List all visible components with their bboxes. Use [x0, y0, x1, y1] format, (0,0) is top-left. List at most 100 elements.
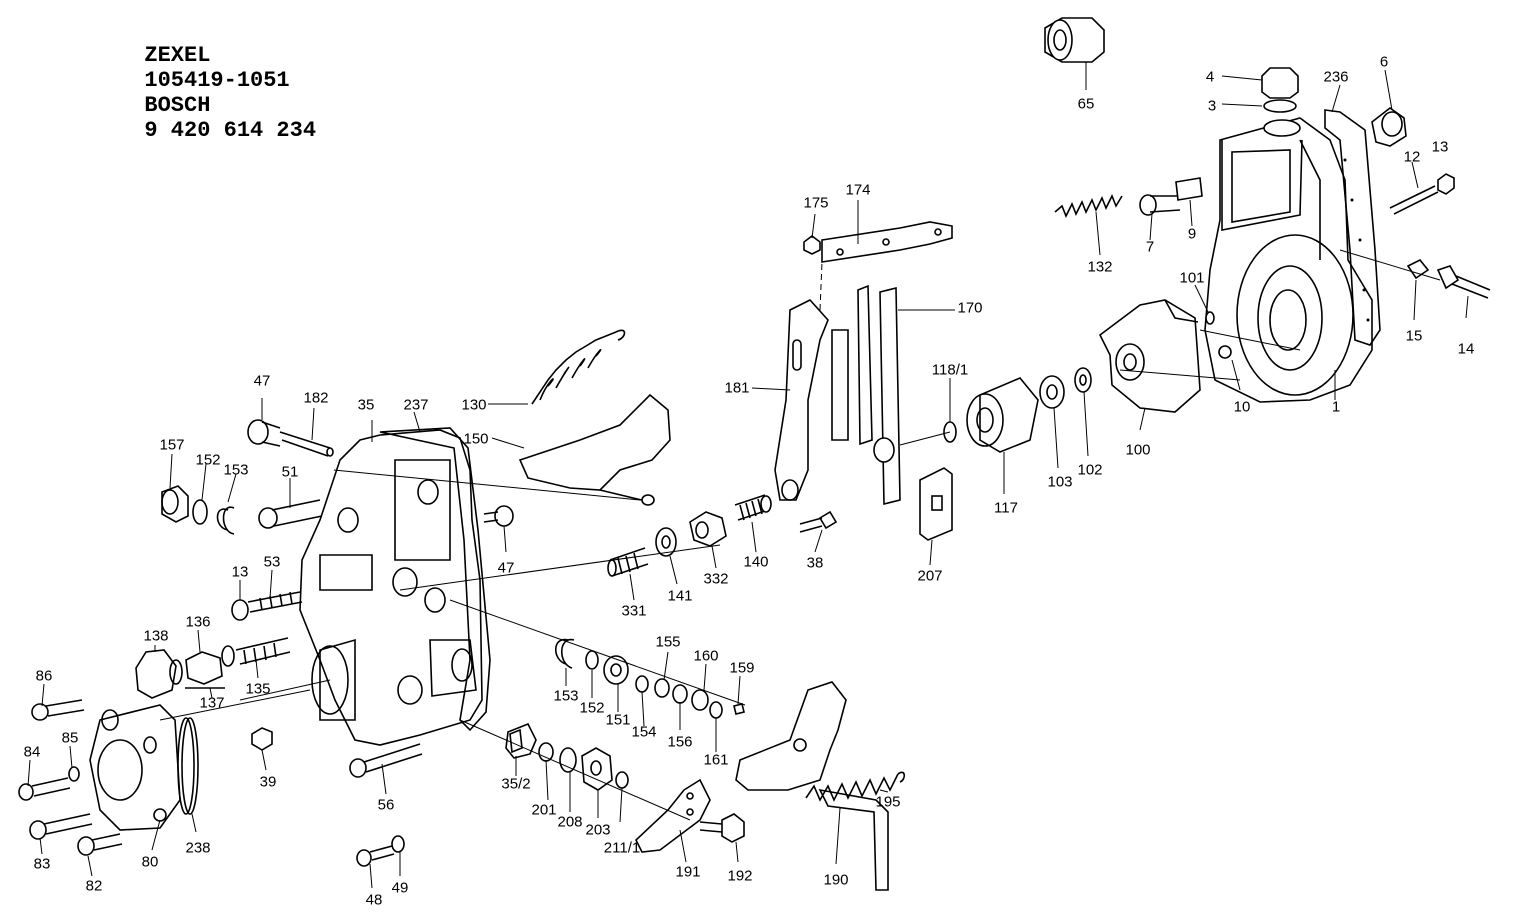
callout-136: 136	[185, 613, 211, 631]
part-47-bolt-upper	[247, 398, 281, 447]
callout-192: 192	[727, 867, 753, 885]
part-4-plug	[1221, 67, 1299, 99]
part-101-pin	[1194, 284, 1215, 325]
part-14-bolt	[1436, 265, 1491, 319]
callout-201: 201	[531, 801, 557, 819]
brand-bosch: BOSCH	[144, 93, 211, 118]
callout-51: 51	[281, 463, 299, 481]
part-86-bolt	[31, 683, 85, 721]
part-182-pin	[279, 407, 334, 457]
part-48-bolt	[356, 845, 395, 889]
callout-118-1: 118/1	[931, 361, 969, 379]
callout-152-upper: 152	[195, 451, 221, 469]
callout-237: 237	[403, 396, 429, 414]
callout-141: 141	[667, 587, 693, 605]
part-211-1-washer	[615, 771, 629, 823]
callout-103: 103	[1047, 473, 1073, 491]
part-159-pin	[733, 675, 745, 715]
callout-331: 331	[621, 602, 647, 620]
part-331-plug	[607, 547, 649, 601]
part-6-cap	[1371, 69, 1407, 147]
callout-157: 157	[159, 436, 185, 454]
callout-191: 191	[675, 863, 701, 881]
callout-170: 170	[957, 299, 983, 317]
bosch-part-number: 9 420 614 234	[144, 118, 317, 143]
callout-152-lower: 152	[579, 699, 605, 717]
callout-47-upper: 47	[253, 372, 271, 390]
part-9-plate	[1175, 177, 1203, 227]
part-332-nut	[689, 511, 727, 569]
assembly-axis-lines	[159, 249, 1441, 821]
callout-138: 138	[143, 627, 169, 645]
part-136-nut	[169, 629, 223, 685]
callout-7: 7	[1145, 238, 1155, 256]
callout-195: 195	[875, 793, 901, 811]
part-102-washer	[1074, 367, 1092, 457]
callout-85: 85	[61, 729, 79, 747]
part-1-governor-housing	[1204, 117, 1373, 403]
part-203-bushing	[581, 747, 613, 818]
part-150-lever	[491, 393, 671, 506]
callout-102: 102	[1077, 461, 1103, 479]
part-175-nut	[803, 213, 821, 255]
callout-153-upper: 153	[223, 461, 249, 479]
callout-155: 155	[655, 633, 681, 651]
part-13-nut-left	[231, 580, 249, 621]
part-237-gasket	[379, 411, 491, 732]
part-140-plug	[734, 494, 772, 553]
part-65-nut	[1044, 17, 1105, 90]
part-135-screw	[235, 637, 291, 679]
part-38-bolt	[799, 510, 838, 553]
callout-100: 100	[1125, 441, 1151, 459]
part-3-washer	[1221, 99, 1297, 113]
callout-159: 159	[729, 659, 755, 677]
callout-156: 156	[667, 733, 693, 751]
callout-15: 15	[1405, 327, 1423, 345]
callout-6: 6	[1379, 53, 1389, 71]
callout-14: 14	[1457, 340, 1475, 358]
part-117-sleeve	[966, 377, 1039, 494]
diagram-header: ZEXEL 105419-1051 BOSCH 9 420 614 234	[118, 18, 340, 143]
callout-182: 182	[303, 389, 329, 407]
callout-47-lower: 47	[497, 559, 515, 577]
part-207-bracket	[919, 467, 953, 566]
callout-150: 150	[463, 430, 489, 448]
callout-132: 132	[1087, 258, 1113, 276]
callout-65: 65	[1077, 95, 1095, 113]
callout-203: 203	[585, 821, 611, 839]
part-201-washer	[538, 742, 554, 801]
part-156-washer	[672, 684, 688, 730]
callout-236: 236	[1323, 68, 1349, 86]
callout-49: 49	[391, 879, 409, 897]
part-151-bushing	[603, 655, 629, 712]
callout-117: 117	[994, 499, 1018, 517]
callout-130: 130	[461, 396, 487, 414]
callout-35-2: 35/2	[501, 775, 531, 793]
part-152-ring-lower	[585, 650, 599, 698]
callout-9: 9	[1187, 225, 1197, 243]
part-85-washer	[68, 745, 80, 782]
part-155-washer	[654, 651, 670, 698]
part-39-nut	[251, 727, 273, 771]
part-103-bushing	[1039, 375, 1065, 469]
part-49-washer	[391, 835, 405, 876]
part-15-washer	[1406, 258, 1430, 321]
part-152-ring-upper	[192, 463, 208, 525]
part-132-spring	[1054, 194, 1123, 256]
callout-181: 181	[724, 379, 750, 397]
callout-83: 83	[33, 855, 51, 873]
part-47-bolt-lower	[483, 505, 514, 553]
callout-13-upper: 13	[1431, 138, 1449, 156]
part-35-housing	[299, 420, 483, 746]
callout-39: 39	[259, 773, 277, 791]
callout-1: 1	[1331, 398, 1341, 416]
callout-160: 160	[693, 647, 719, 665]
part-10-bolt	[1231, 359, 1241, 391]
part-130-spring	[488, 329, 626, 405]
part-141-washer	[655, 527, 678, 585]
callout-3: 3	[1207, 97, 1217, 115]
callout-211-1: 211/1	[603, 839, 641, 857]
part-83-bolt	[29, 813, 93, 855]
part-12-bolt	[1389, 161, 1439, 215]
callout-175: 175	[803, 194, 829, 212]
